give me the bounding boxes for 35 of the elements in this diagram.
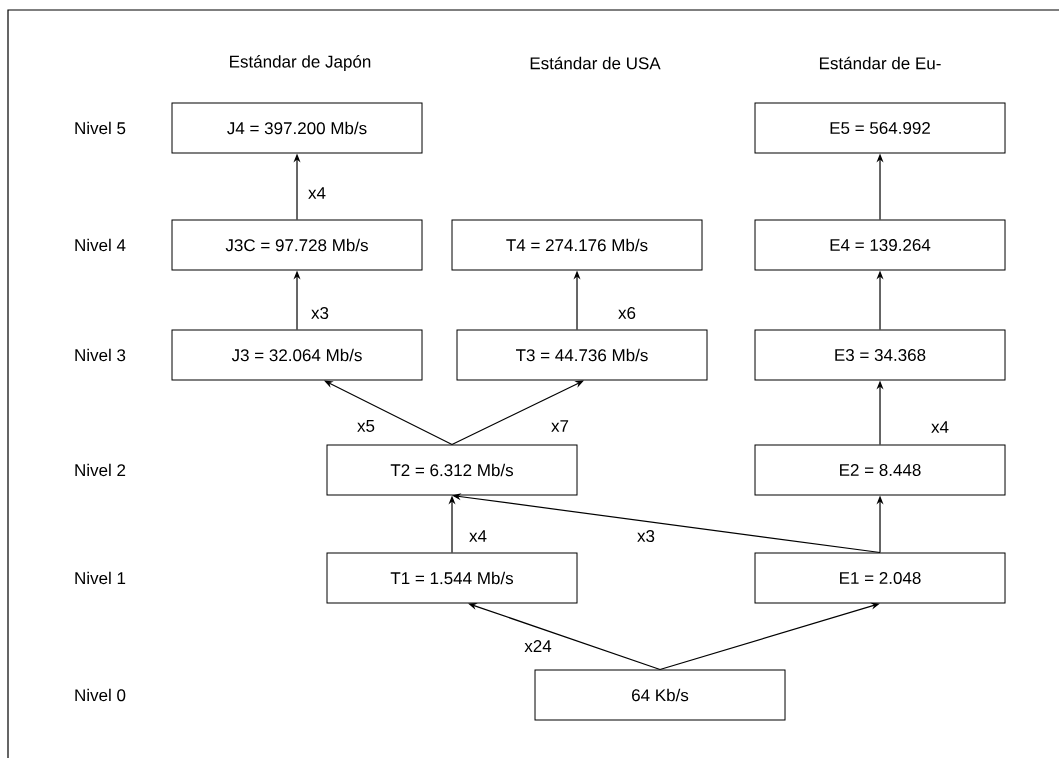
rate-box: E2 = 8.448 [754, 444, 1006, 496]
rate-box: J3C = 97.728 Mb/s [171, 219, 423, 271]
edge-label: x4 [307, 186, 327, 200]
rate-box: J3 = 32.064 Mb/s [171, 329, 423, 381]
level-label: Nivel 3 [75, 348, 126, 362]
column-heading: Estándar de USA [530, 56, 661, 70]
rate-box: E1 = 2.048 [754, 552, 1006, 604]
rate-box: T1 = 1.544 Mb/s [326, 552, 578, 604]
edge-label: x3 [636, 529, 656, 543]
edge-label: x7 [550, 419, 570, 433]
column-heading: Estándar de Eu- [820, 56, 941, 70]
rate-box: E4 = 139.264 [754, 219, 1006, 271]
rate-box: E3 = 34.368 [754, 329, 1006, 381]
level-label: Nivel 5 [75, 121, 126, 135]
edge-label: x6 [617, 306, 637, 320]
rate-box: T2 = 6.312 Mb/s [326, 444, 578, 496]
level-label: Nivel 1 [75, 571, 126, 585]
edge-label: x4 [468, 529, 488, 543]
arrow [324, 380, 453, 446]
rate-box: 64 Kb/s [534, 669, 786, 721]
rate-box: T3 = 44.736 Mb/s [456, 329, 708, 381]
level-label: Nivel 2 [75, 463, 126, 477]
arrow [451, 380, 584, 446]
rate-box: J4 = 397.200 Mb/s [171, 102, 423, 154]
edge-label: x24 [523, 639, 553, 653]
edge-label: x5 [356, 419, 376, 433]
level-label: Nivel 4 [75, 238, 126, 252]
rate-box: T4 = 274.176 Mb/s [451, 219, 703, 271]
arrow [659, 602, 880, 671]
edge-label: x4 [930, 420, 950, 434]
arrow [468, 603, 661, 671]
edge-label: x3 [310, 306, 330, 320]
level-label: Nivel 0 [75, 688, 126, 702]
column-heading: Estándar de Japón [230, 54, 371, 71]
rate-box: E5 = 564.992 [754, 102, 1006, 154]
